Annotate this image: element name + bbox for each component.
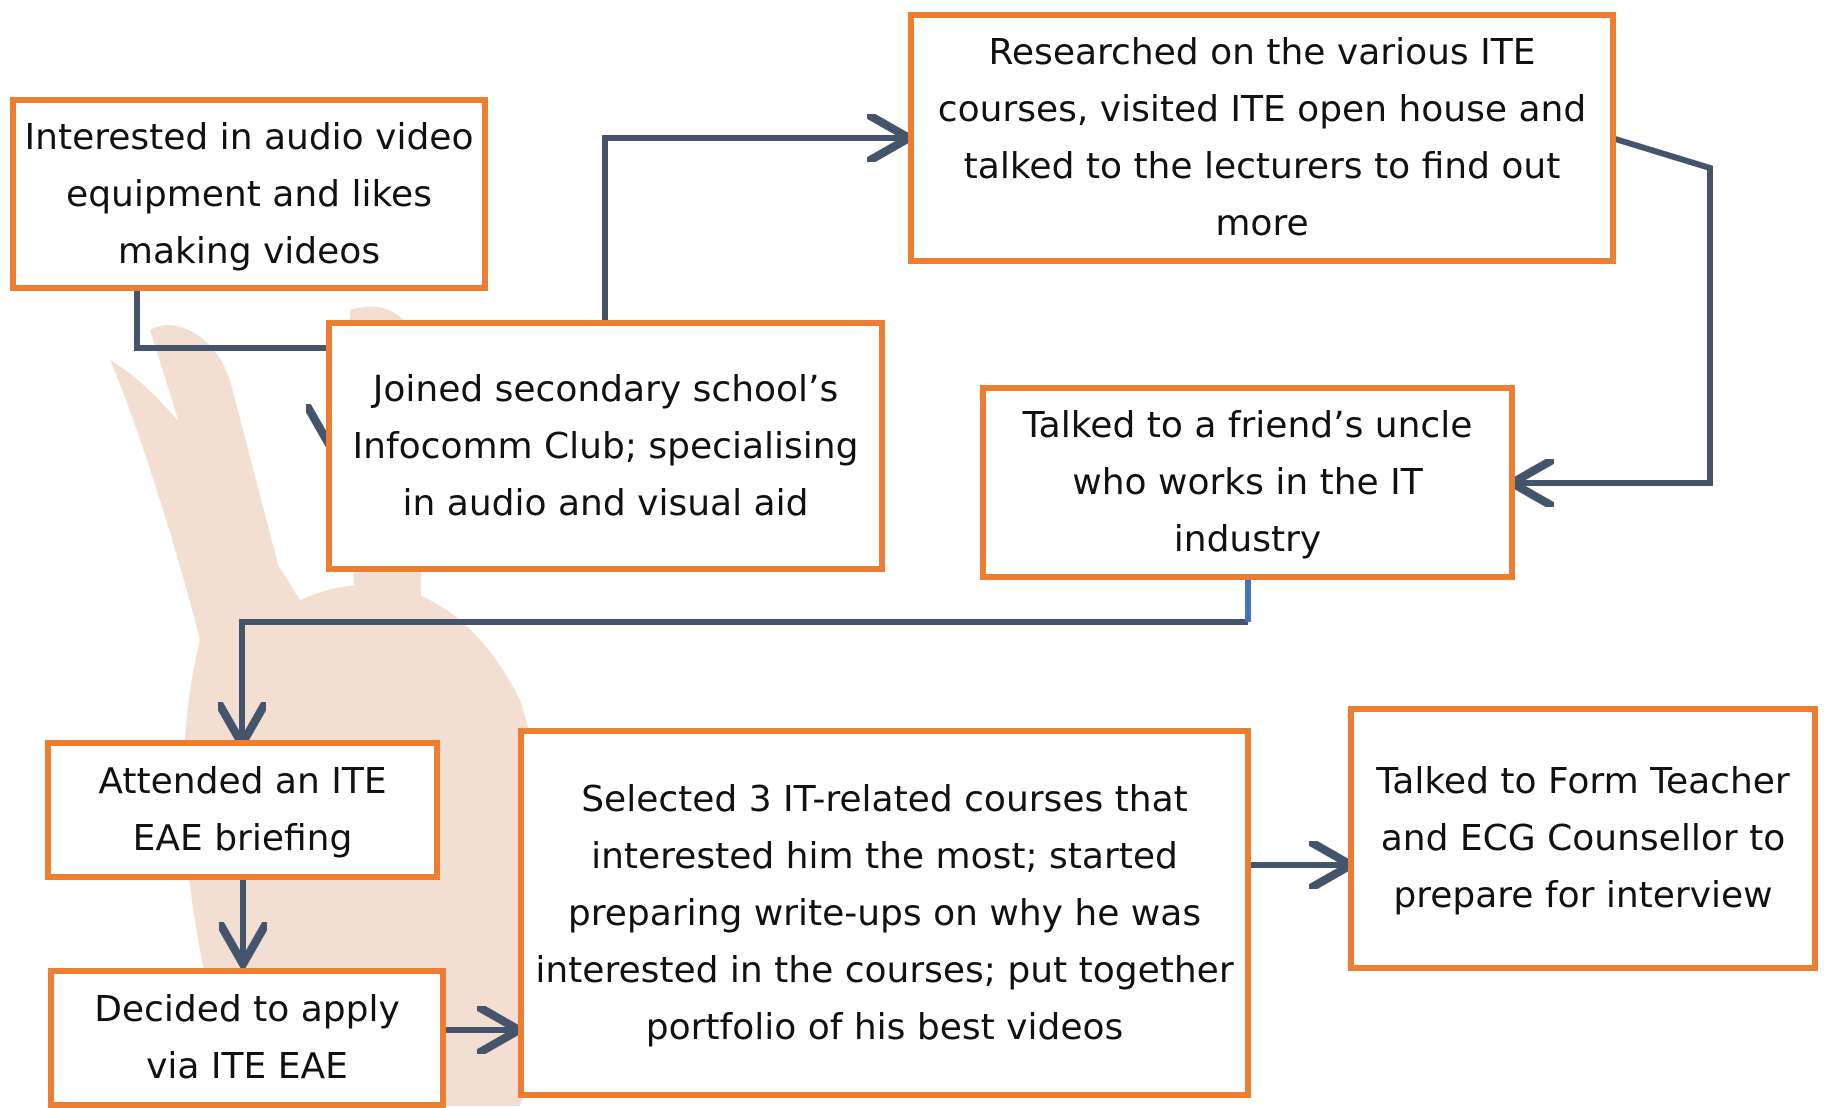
node-text: Joined secondary school’s Infocomm Club;… (352, 368, 859, 524)
node-text: Talked to a friend’s uncle who works in … (1022, 405, 1473, 560)
node-selected-it-courses: Selected 3 IT-related courses that inter… (518, 728, 1251, 1098)
connector-n3-n4 (1518, 135, 1713, 483)
node-interested-in-audio-video: Interested in audio video equipment and … (10, 97, 488, 291)
node-decided-to-apply: Decided to apply via ITE EAE (48, 968, 446, 1108)
node-attended-ite-eae-briefing: Attended an ITE EAE briefing (45, 740, 440, 880)
connector-n2-n3 (602, 138, 903, 322)
node-text: Talked to Form Teacher and ECG Counsello… (1376, 761, 1790, 916)
connector-n1-n2 (134, 290, 330, 440)
node-joined-infocomm-club: Joined secondary school’s Infocomm Club;… (326, 320, 885, 572)
node-text: Interested in audio video equipment and … (24, 116, 474, 272)
connector-n4-n5 (242, 619, 1248, 738)
node-talked-to-friends-uncle: Talked to a friend’s uncle who works in … (980, 385, 1515, 580)
node-talked-to-form-teacher: Talked to Form Teacher and ECG Counsello… (1348, 706, 1818, 971)
node-text: Attended an ITE EAE briefing (98, 761, 387, 859)
node-text: Researched on the various ITE courses, v… (937, 32, 1587, 244)
node-text: Selected 3 IT-related courses that inter… (535, 778, 1234, 1048)
node-researched-ite-courses: Researched on the various ITE courses, v… (908, 12, 1616, 264)
node-text: Decided to apply via ITE EAE (94, 989, 400, 1087)
